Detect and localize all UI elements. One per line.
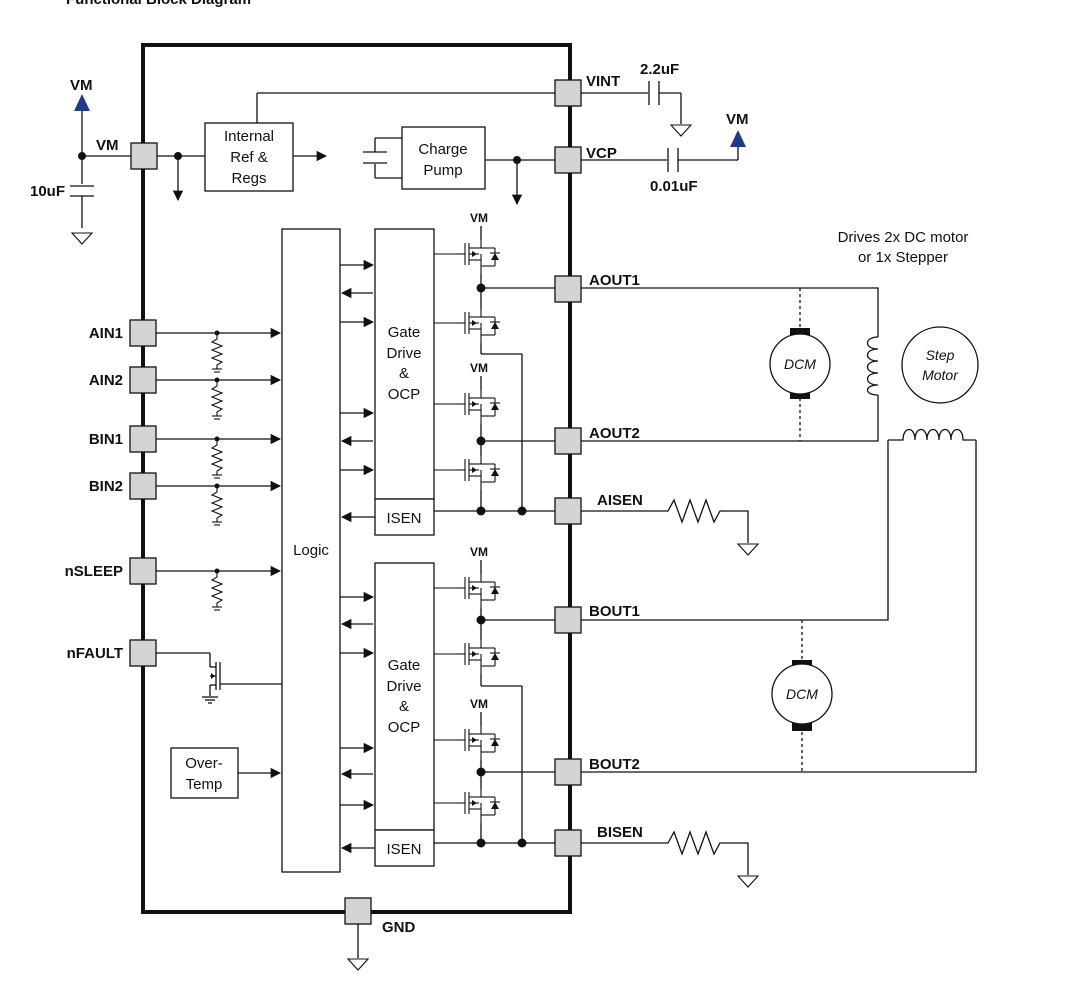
- bout1-pin: [554, 606, 582, 634]
- step-motor: Step Motor: [901, 326, 979, 404]
- vint-pin: [554, 79, 582, 107]
- gate-drive-a-line-2: Drive: [386, 345, 421, 362]
- internal-ref-line-1: Internal: [224, 128, 274, 145]
- vcp-vm-label: VM: [726, 111, 749, 128]
- diagram-title: Functional Block Diagram: [66, 0, 251, 8]
- isen-a-block: [374, 498, 435, 536]
- dcm-b-motor: DCM: [771, 660, 833, 731]
- gate-drive-b-line-4: OCP: [388, 719, 421, 736]
- aisen-resistor: [581, 498, 759, 556]
- aisen-pin: [554, 497, 582, 525]
- ain2-pin: [129, 366, 157, 394]
- gate-drive-b-block: [374, 562, 435, 831]
- vcp-cap-label: 0.01uF: [650, 178, 698, 195]
- output-pins: AOUT1 AOUT2 AISEN BOUT1 BOUT2 BISEN: [554, 272, 643, 857]
- charge-pump-line-2: Pump: [423, 162, 462, 179]
- dcm-a-label: DCM: [784, 356, 816, 372]
- fet-vm-label-b1: VM: [470, 545, 488, 559]
- aout2-pin: [554, 427, 582, 455]
- dcm-a-motor: DCM: [769, 328, 831, 399]
- vm-cap-label: 10uF: [30, 183, 65, 200]
- gnd-label: GND: [382, 919, 416, 936]
- nfault-label: nFAULT: [67, 645, 123, 662]
- gate-drive-b-line-2: Drive: [386, 678, 421, 695]
- bisen-label: BISEN: [597, 824, 643, 841]
- fet-vm-label-a2: VM: [470, 361, 488, 375]
- drives-note-line-1: Drives 2x DC motor: [838, 229, 969, 246]
- step-motor-line-1: Step: [926, 347, 955, 363]
- charge-pump-line-1: Charge: [418, 141, 467, 158]
- over-temp-block: [170, 747, 239, 799]
- aout2-label: AOUT2: [589, 425, 640, 442]
- step-motor-line-2: Motor: [922, 367, 959, 383]
- vcp-pin: [554, 146, 582, 174]
- logic-gate-a-arrows: [340, 259, 375, 523]
- vm-arrow-icon: [74, 94, 90, 111]
- aisen-label: AISEN: [597, 492, 643, 509]
- vint-cap-label: 2.2uF: [640, 61, 679, 78]
- aout1-label: AOUT1: [589, 272, 640, 289]
- gate-drive-a-line-1: Gate: [388, 324, 421, 341]
- vm-top-label: VM: [70, 77, 93, 94]
- bin1-pin: [129, 425, 157, 453]
- vcp-vm-arrow-icon: [730, 130, 746, 147]
- h-bridge-a: VM VM: [434, 211, 555, 516]
- logic-gate-b-arrows: [340, 591, 375, 854]
- vint-pin-label: VINT: [586, 73, 620, 90]
- fet-vm-label-a1: VM: [470, 211, 488, 225]
- dcm-b-label: DCM: [786, 686, 818, 702]
- vcp-pin-label: VCP: [586, 145, 617, 162]
- nsleep-pin: [129, 557, 157, 585]
- ain2-label: AIN2: [89, 372, 123, 389]
- aout1-pin: [554, 275, 582, 303]
- bin1-label: BIN1: [89, 431, 123, 448]
- bisen-pin: [554, 829, 582, 857]
- h-bridge-b: VM VM: [434, 545, 555, 848]
- charge-pump-block: [401, 126, 486, 190]
- input-pins: AIN1 AIN2 BIN1 BIN2 nSLEEP nFAULT: [65, 319, 282, 704]
- gate-drive-b-line-3: &: [399, 698, 409, 715]
- logic-block: [281, 228, 341, 873]
- ain1-label: AIN1: [89, 325, 123, 342]
- stepper-coil-a: [866, 336, 879, 396]
- gate-drive-a-block: [374, 228, 435, 500]
- vm-pin-label: VM: [96, 137, 119, 154]
- over-temp-line-1: Over-: [185, 755, 223, 772]
- isen-a-label: ISEN: [386, 510, 421, 527]
- isen-b-label: ISEN: [386, 841, 421, 858]
- nfault-pin: [129, 639, 157, 667]
- charge-pump-capacitor: [363, 137, 402, 179]
- gnd-pin: [344, 897, 372, 925]
- gate-drive-a-line-4: OCP: [388, 386, 421, 403]
- bout2-label: BOUT2: [589, 756, 640, 773]
- over-temp-line-2: Temp: [186, 776, 223, 793]
- bin2-pin: [129, 472, 157, 500]
- vm-pin: [130, 142, 158, 170]
- logic-label: Logic: [293, 542, 329, 559]
- bisen-resistor: [581, 830, 759, 888]
- gate-drive-a-line-3: &: [399, 365, 409, 382]
- bout2-pin: [554, 758, 582, 786]
- internal-ref-regs-block: [204, 122, 294, 192]
- internal-ref-line-2: Ref &: [230, 149, 268, 166]
- fet-vm-label-b2: VM: [470, 697, 488, 711]
- stepper-coil-b: [888, 428, 976, 441]
- bout1-label: BOUT1: [589, 603, 640, 620]
- ain1-pin: [129, 319, 157, 347]
- vm-input: VM 10uF: [30, 77, 131, 245]
- internal-ref-line-3: Regs: [231, 170, 266, 187]
- drives-note-line-2: or 1x Stepper: [858, 249, 948, 266]
- bin2-label: BIN2: [89, 478, 123, 495]
- nsleep-label: nSLEEP: [65, 563, 123, 580]
- gate-drive-b-line-1: Gate: [388, 657, 421, 674]
